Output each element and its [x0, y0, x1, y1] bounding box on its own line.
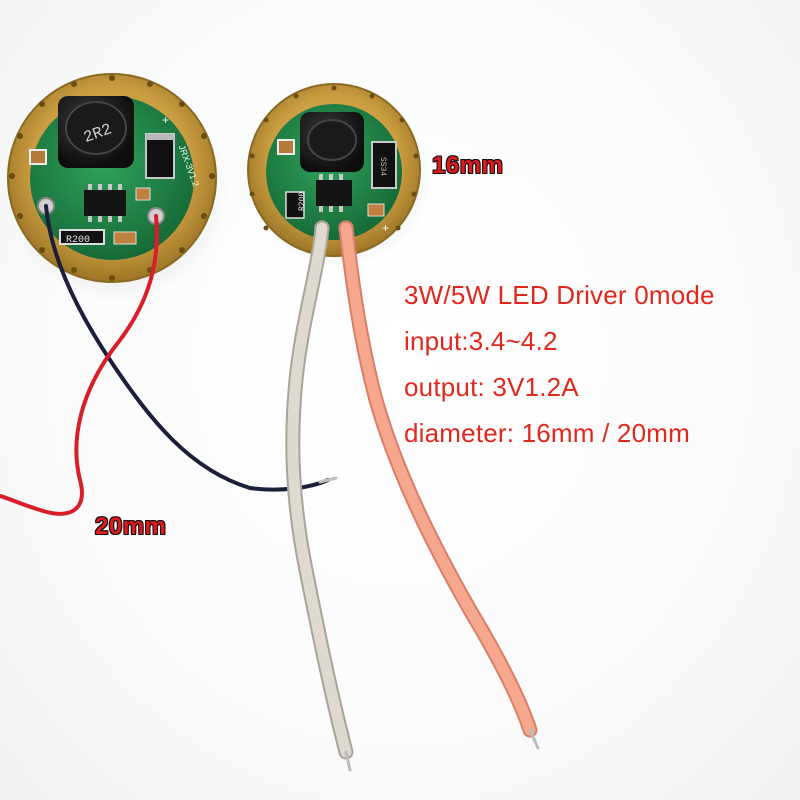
svg-text:+: + — [382, 221, 389, 235]
large-diode — [145, 133, 175, 179]
large-resistor-marking: R200 — [66, 235, 90, 246]
svg-text:SS34: SS34 — [378, 157, 387, 176]
large-board-size-label: 20mm — [95, 513, 167, 540]
spec-title: 3W/5W LED Driver 0mode — [404, 280, 715, 310]
small-white-wire — [285, 220, 354, 760]
small-resistor — [285, 191, 305, 219]
svg-text:+: + — [162, 113, 169, 127]
large-board-rim-holes — [9, 75, 215, 281]
large-ic-chip — [84, 190, 126, 216]
large-resistor — [59, 229, 105, 245]
spec-diameter: diameter: 16mm / 20mm — [404, 418, 690, 448]
spec-output: output: 3V1.2A — [404, 372, 579, 402]
spec-text-block: 3W/5W LED Driver 0mode input:3.4~4.2 out… — [404, 272, 796, 456]
large-red-wire — [0, 214, 159, 516]
large-driver-board: 2R2 R200 + JRX-3V1.2 — [7, 73, 217, 283]
large-black-wire — [44, 204, 330, 492]
small-ic-chip — [316, 180, 352, 206]
large-capacitor — [29, 149, 47, 165]
small-board-size-label: 16mm — [432, 152, 504, 179]
small-driver-board: SS34 R200 + — [247, 83, 421, 257]
spec-input: input:3.4~4.2 — [404, 326, 558, 356]
small-resistor-marking: R200 — [298, 192, 307, 211]
small-diode — [371, 141, 397, 189]
